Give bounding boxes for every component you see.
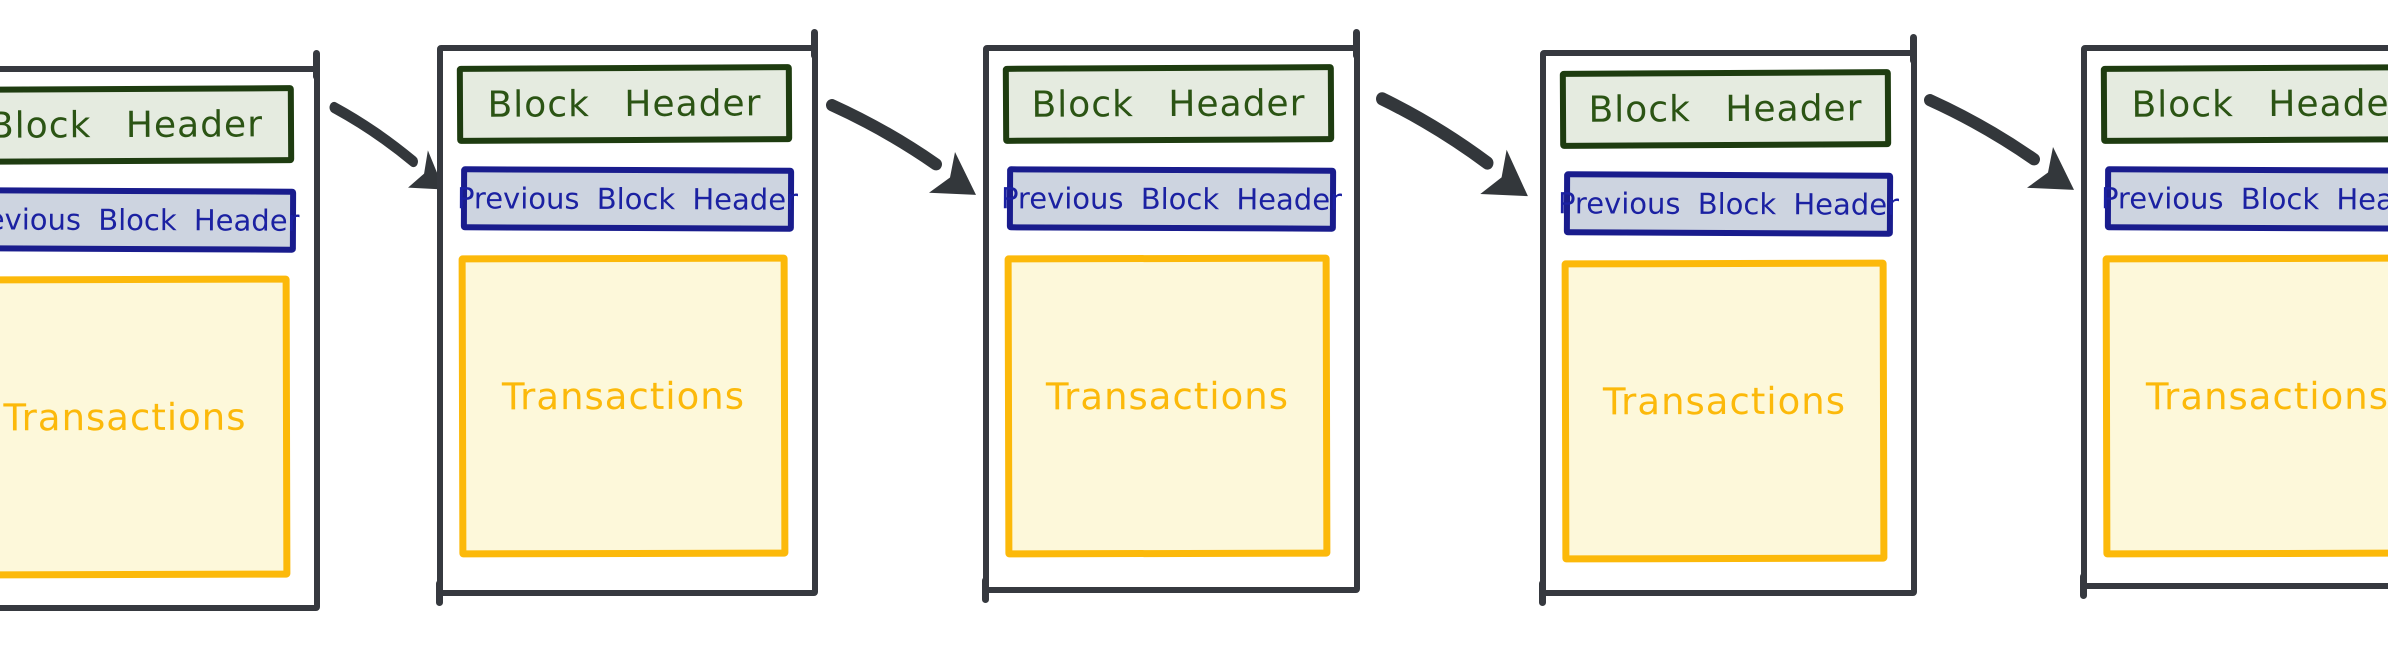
block-3: Block Header Previous Block Header Trans… <box>982 29 1360 603</box>
transactions-box: Transactions <box>458 254 789 558</box>
transactions-label: Transactions <box>3 395 247 439</box>
block-4: Block Header Previous Block Header Trans… <box>1539 34 1917 606</box>
transactions-box: Transactions <box>0 275 291 579</box>
previous-block-header-label: Previous Block Header <box>1557 186 1900 222</box>
block-5: Block Header Previous Block Header Trans… <box>2080 45 2388 599</box>
transactions-label: Transactions <box>2145 374 2388 418</box>
transactions-box: Transactions <box>1004 254 1331 558</box>
transactions-label: Transactions <box>1045 374 1289 418</box>
previous-block-header-label: Previous Block Header <box>1000 181 1343 217</box>
previous-block-header-box: Previous Block Header <box>1001 166 1342 232</box>
chain-arrow-1 <box>328 100 450 197</box>
arrow-icon <box>329 101 444 190</box>
block-header-box: Block Header <box>1559 69 1892 149</box>
transactions-box: Transactions <box>1561 259 1888 563</box>
arrow-icon <box>826 99 976 195</box>
chain-arrow-4 <box>1922 92 2082 198</box>
previous-block-header-box: Previous Block Header <box>1558 171 1899 237</box>
transactions-label: Transactions <box>1602 379 1846 423</box>
previous-block-header-label: Previous Block Header <box>2100 181 2388 217</box>
previous-block-header-box: Previous Block Header <box>457 166 798 232</box>
transactions-box: Transactions <box>2102 254 2388 558</box>
block-header-box: Block Header <box>1002 64 1335 144</box>
block-header-box: Block Header <box>456 64 793 144</box>
block-2: Block Header Previous Block Header Trans… <box>436 29 818 606</box>
block-header-label: Block Header <box>487 82 762 126</box>
previous-block-header-label: Previous Block Header <box>0 202 300 238</box>
chain-arrow-2 <box>824 97 984 203</box>
block-header-box: Block Header <box>2100 64 2388 144</box>
arrow-icon <box>1376 92 1528 197</box>
block-header-label: Block Header <box>1031 82 1306 126</box>
block-1: Block Header Previous Block Header Trans… <box>0 50 320 611</box>
arrow-icon <box>1924 94 2074 190</box>
block-header-label: Block Header <box>1588 87 1863 131</box>
previous-block-header-label: Previous Block Header <box>456 181 799 217</box>
previous-block-header-box: Previous Block Header <box>0 187 300 253</box>
chain-arrow-3 <box>1374 90 1536 205</box>
transactions-label: Transactions <box>501 374 745 418</box>
block-header-label: Block Header <box>0 103 264 147</box>
block-header-box: Block Header <box>0 85 295 165</box>
previous-block-header-box: Previous Block Header <box>2101 166 2388 232</box>
block-header-label: Block Header <box>2131 82 2388 126</box>
